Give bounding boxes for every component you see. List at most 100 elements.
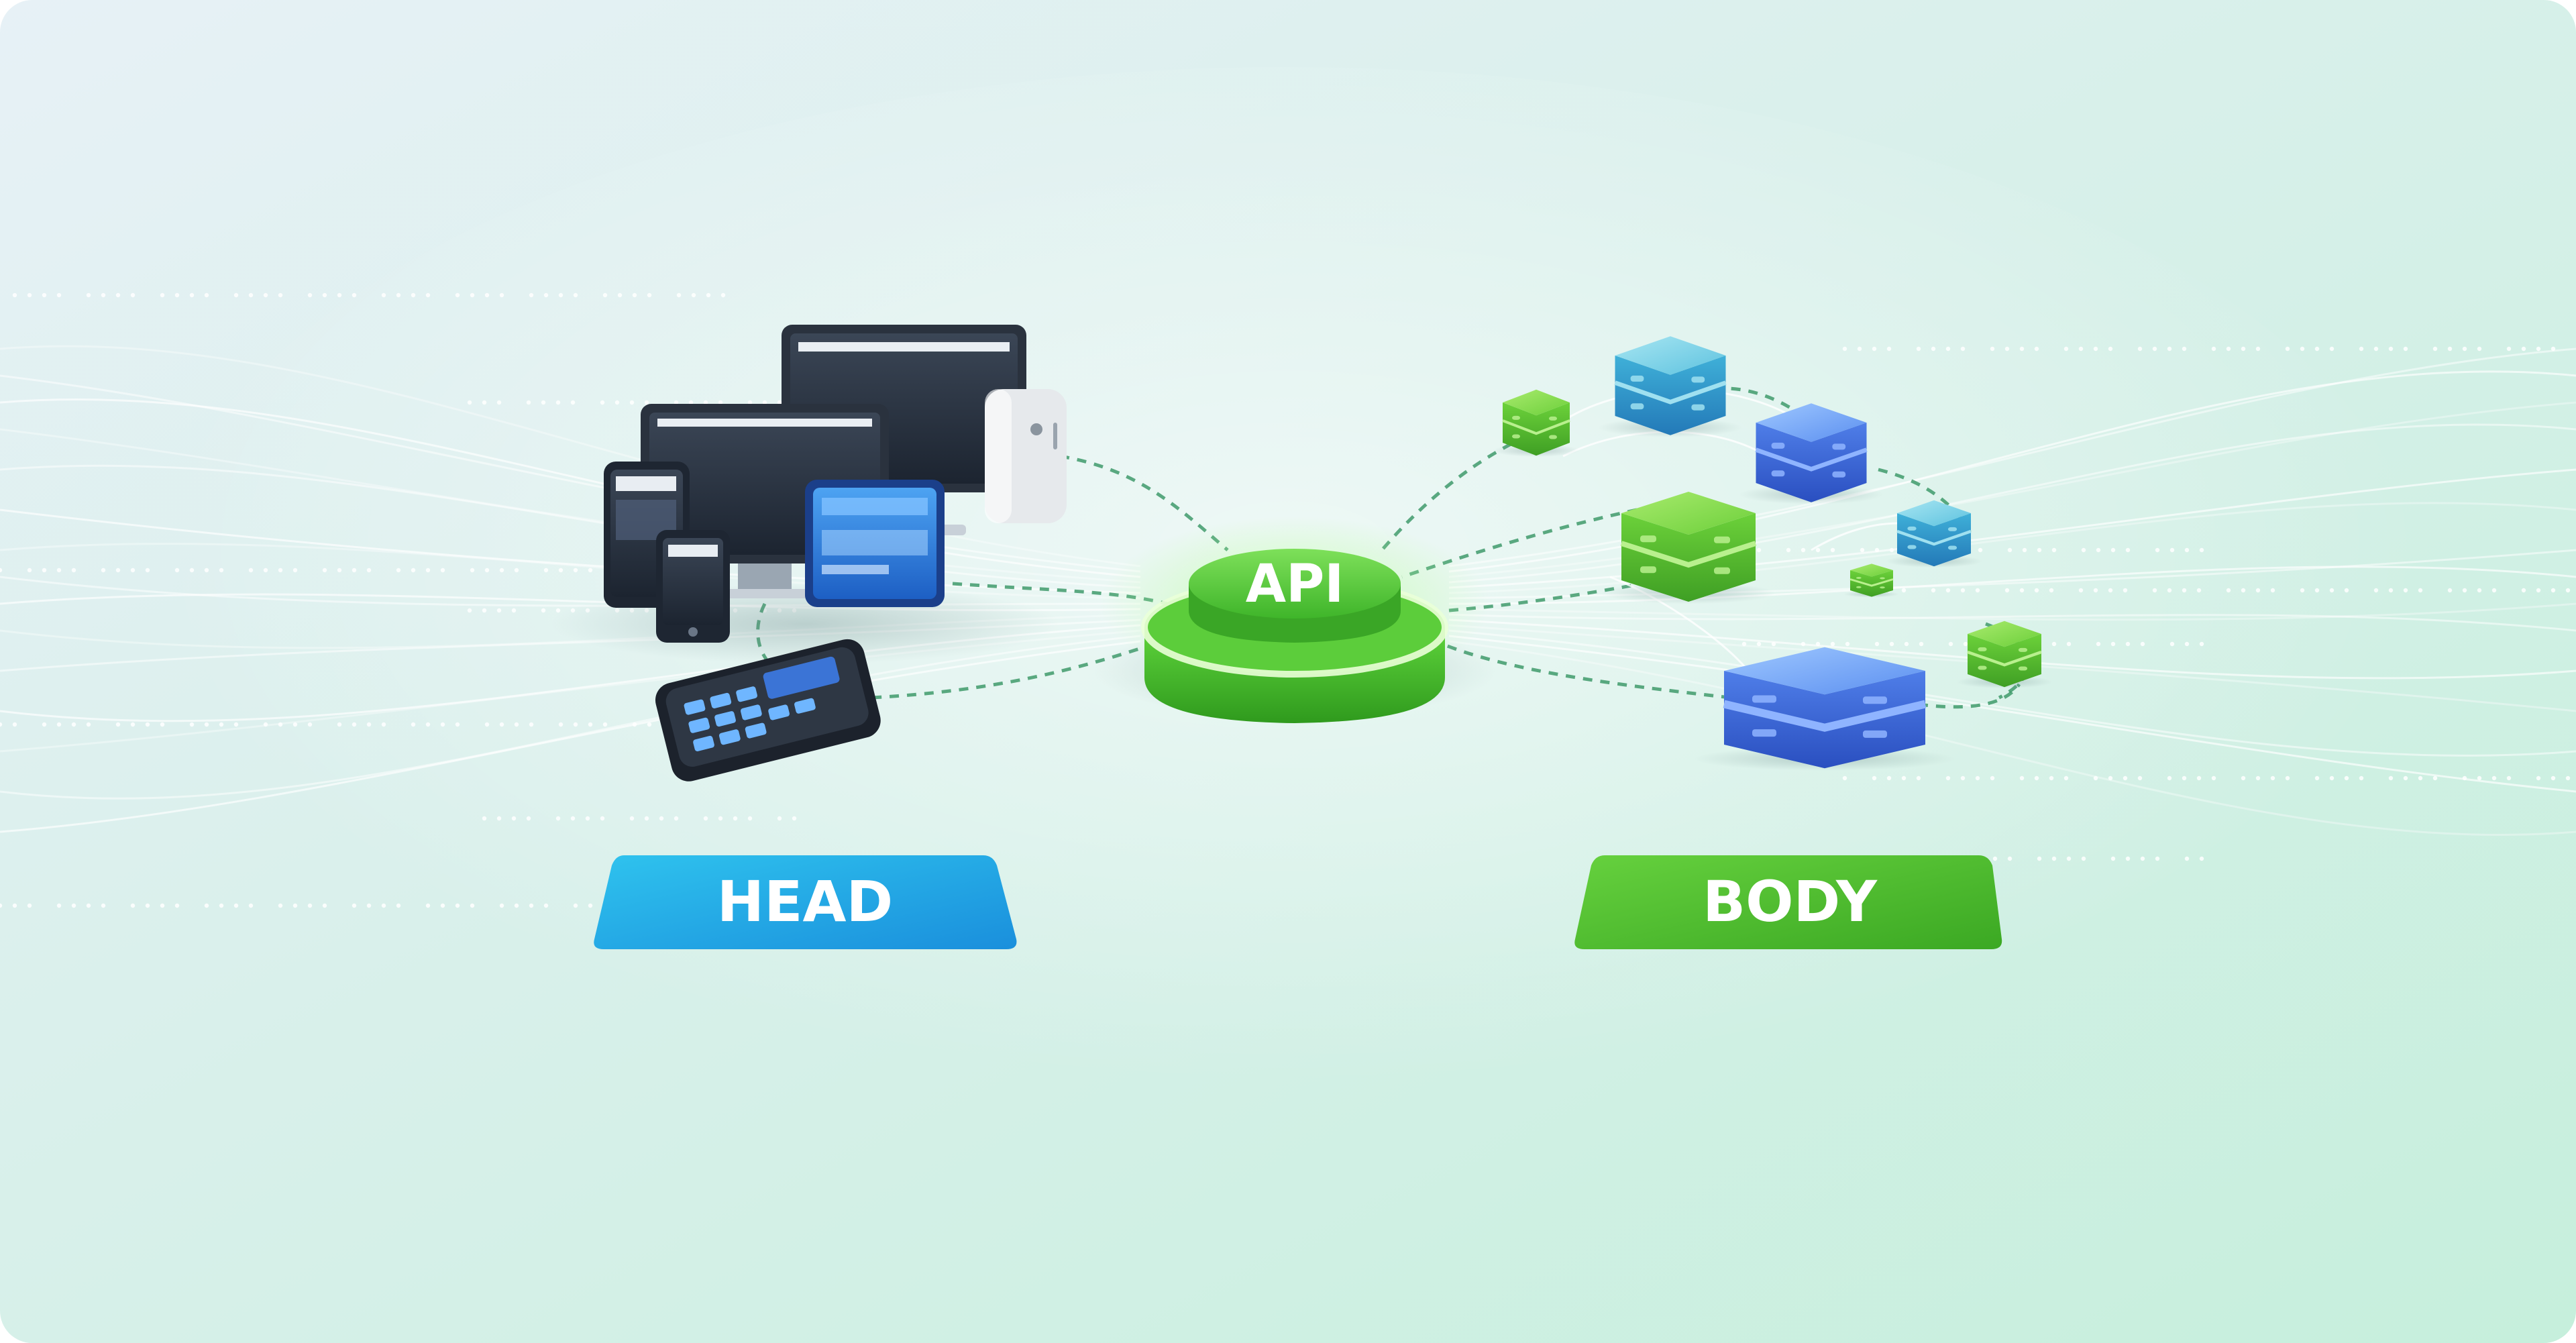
data-dot xyxy=(555,608,561,613)
data-dot xyxy=(529,292,534,298)
data-dot xyxy=(2096,547,2101,553)
data-dot xyxy=(2152,588,2157,593)
data-dot xyxy=(2066,856,2072,861)
data-dot xyxy=(570,400,576,405)
data-dot xyxy=(160,292,165,298)
data-dot xyxy=(2491,775,2497,781)
data-dot xyxy=(12,292,17,298)
data-dot xyxy=(2155,547,2160,553)
data-dot xyxy=(2125,856,2131,861)
data-dot xyxy=(2199,547,2204,553)
pos-terminal-icon xyxy=(655,639,881,782)
data-dot xyxy=(71,568,76,573)
data-dot xyxy=(2300,346,2305,352)
data-dot xyxy=(219,903,224,908)
data-dot xyxy=(555,816,561,821)
data-dot xyxy=(366,903,372,908)
data-dot xyxy=(2169,641,2175,647)
data-dot xyxy=(2051,856,2057,861)
data-dot xyxy=(2551,346,2556,352)
data-dot xyxy=(674,400,679,405)
data-dot xyxy=(499,292,504,298)
data-dot xyxy=(189,292,195,298)
data-dot xyxy=(2155,856,2160,861)
data-dot xyxy=(56,568,62,573)
data-dot xyxy=(233,722,239,727)
data-dot xyxy=(1960,588,1966,593)
data-dot xyxy=(2211,775,2216,781)
data-dot xyxy=(2241,346,2246,352)
data-dot xyxy=(1931,588,1936,593)
data-dot xyxy=(1978,547,1983,553)
data-dot xyxy=(777,400,782,405)
data-dot xyxy=(2270,588,2275,593)
data-dot xyxy=(484,292,490,298)
data-dot xyxy=(647,722,652,727)
data-dot xyxy=(2007,856,2012,861)
data-dot xyxy=(2022,547,2027,553)
data-dot xyxy=(1830,641,1835,647)
data-dot xyxy=(792,816,797,821)
data-dot xyxy=(2037,856,2042,861)
data-dot xyxy=(115,292,121,298)
data-dot xyxy=(629,400,635,405)
data-dot xyxy=(396,568,401,573)
data-dot xyxy=(440,568,445,573)
data-dot xyxy=(2196,588,2202,593)
data-dot xyxy=(2226,588,2231,593)
data-dot xyxy=(514,722,519,727)
head-devices xyxy=(550,325,1067,782)
data-dot xyxy=(2093,588,2098,593)
data-dot xyxy=(204,722,209,727)
data-dot xyxy=(511,816,517,821)
data-dot xyxy=(440,903,445,908)
data-dot xyxy=(42,568,47,573)
data-dot xyxy=(101,568,106,573)
data-dot xyxy=(1874,547,1880,553)
data-dot xyxy=(130,292,136,298)
data-dot xyxy=(470,292,475,298)
data-dot xyxy=(27,568,32,573)
data-dot xyxy=(2110,856,2116,861)
data-dot xyxy=(1901,775,1907,781)
data-dot xyxy=(2506,346,2512,352)
data-dot xyxy=(2108,346,2113,352)
data-dot xyxy=(381,292,386,298)
data-dot xyxy=(2184,641,2190,647)
data-dot xyxy=(0,568,3,573)
data-dot xyxy=(484,722,490,727)
data-dot xyxy=(2536,588,2541,593)
data-dot xyxy=(337,568,342,573)
data-dot xyxy=(366,722,372,727)
data-dot xyxy=(529,722,534,727)
data-dot xyxy=(629,816,635,821)
data-dot xyxy=(2123,775,2128,781)
data-dot xyxy=(499,903,504,908)
data-dot xyxy=(2169,547,2175,553)
data-dot xyxy=(2565,588,2571,593)
data-dot xyxy=(27,292,32,298)
data-dot xyxy=(2196,775,2202,781)
data-dot xyxy=(647,292,652,298)
flow-line xyxy=(1448,624,2576,712)
data-dot xyxy=(1945,346,1951,352)
data-dot xyxy=(514,568,519,573)
data-dot xyxy=(352,903,357,908)
data-dot xyxy=(614,400,620,405)
data-dot xyxy=(632,722,637,727)
data-dot xyxy=(1830,547,1835,553)
data-dot xyxy=(2004,346,2010,352)
data-dot xyxy=(322,292,327,298)
data-dot xyxy=(541,608,546,613)
data-dot xyxy=(145,903,150,908)
data-dot xyxy=(511,608,517,613)
data-dot xyxy=(411,568,416,573)
data-dot xyxy=(1889,547,1894,553)
data-dot xyxy=(1992,856,1998,861)
data-dot xyxy=(570,816,576,821)
data-dot xyxy=(482,816,487,821)
data-dot xyxy=(2477,588,2482,593)
data-dot xyxy=(2432,346,2438,352)
data-dot xyxy=(2110,547,2116,553)
data-dot xyxy=(543,903,549,908)
